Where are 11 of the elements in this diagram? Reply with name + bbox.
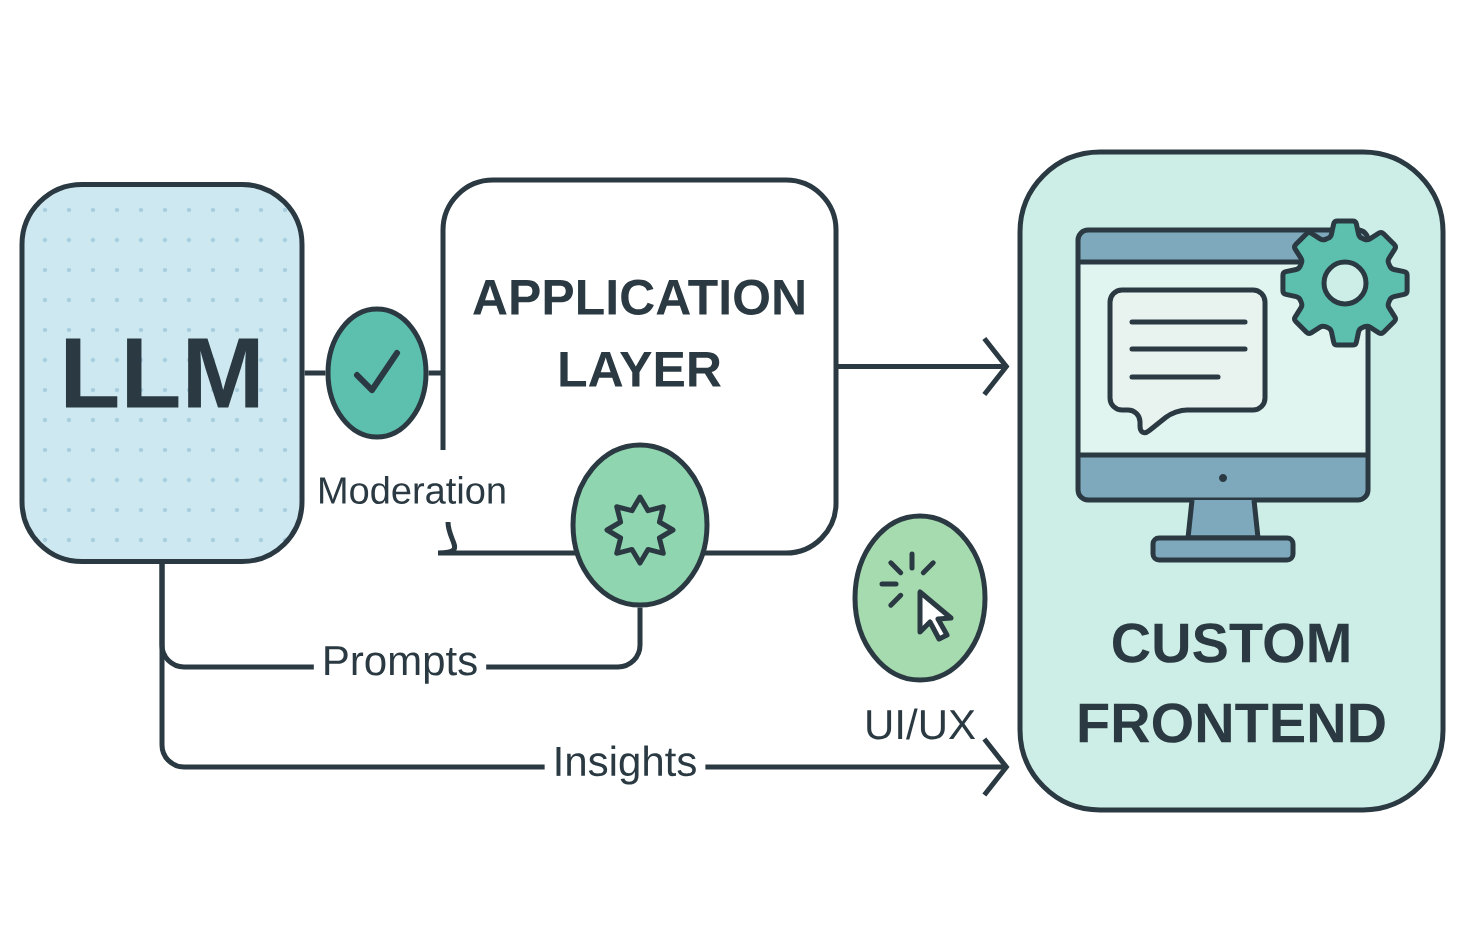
connector [304, 370, 326, 376]
node-caption: UI/UX [867, 708, 976, 740]
edge-label: Prompts [313, 638, 487, 692]
llm-box: LLM [19, 182, 305, 564]
connector [836, 336, 1010, 397]
label: Moderation [320, 476, 505, 504]
cursor-badge [852, 513, 988, 683]
connector [428, 370, 443, 376]
check-badge [325, 306, 429, 440]
star-badge [570, 442, 710, 608]
edge-label: Insights [544, 737, 706, 793]
